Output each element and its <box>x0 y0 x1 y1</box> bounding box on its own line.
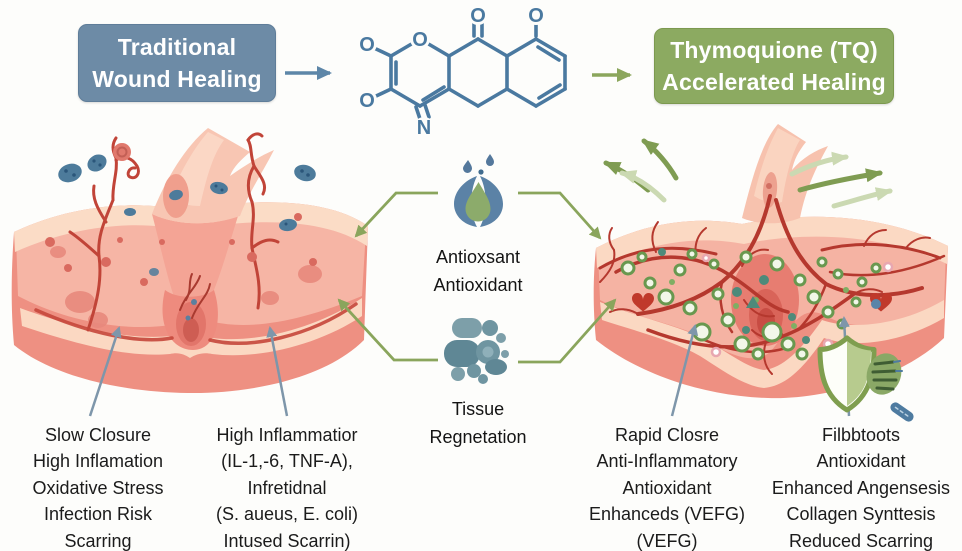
annotation-line: Antioxidant <box>816 451 906 472</box>
annotation-arrow <box>266 326 289 417</box>
connector-lines <box>337 191 617 364</box>
molecule-atom-label: O <box>359 34 375 56</box>
bacteria-icon <box>890 402 914 422</box>
annotation-line: Anti-Inflammatory <box>596 451 738 472</box>
shield-icon <box>817 335 877 413</box>
annotation-line: Infection Risk <box>43 504 153 525</box>
blood-vessel-network <box>598 194 946 375</box>
annotation-arrow <box>88 326 122 417</box>
tq-outer-annotations: Filbbtoots Antioxidant Enhanced Angenses… <box>752 422 962 551</box>
annotation-line: (VEFG) <box>636 530 698 551</box>
molecule-atom-label: O <box>412 29 428 51</box>
box-line: Accelerated Healing <box>662 69 886 95</box>
annotation-line: Slow Closure <box>44 425 152 445</box>
connector-antioxidant-left <box>354 191 438 238</box>
right-wound-illustration <box>593 124 948 422</box>
annotation-arrow <box>670 324 699 417</box>
annotation-line: Antioxidant <box>622 477 712 498</box>
label-line: Tissue <box>451 399 505 419</box>
connector-antioxidant-right <box>518 191 602 240</box>
cells-icon <box>444 318 509 384</box>
annotation-line: Intused Scarrin) <box>223 530 351 551</box>
molecule-atom-label: N <box>417 117 431 139</box>
annotation-line: Reduced Scarring <box>788 530 934 551</box>
annotation-line: Oxidative Stress <box>32 477 164 498</box>
box-line: Wound Healing <box>92 66 262 92</box>
annotation-line: (IL-1,-6, TNF-A), <box>221 451 353 472</box>
label-line: Antioxidant <box>433 275 523 295</box>
radiating-arrows <box>603 138 893 209</box>
traditional-outer-annotations: Slow Closure High Inflamation Oxidative … <box>0 422 196 551</box>
antioxidant-label: Antioxsant Antioxidant <box>393 243 563 299</box>
label-line: Regnetation <box>429 427 527 447</box>
annotation-line: Enhanced Angensesis <box>771 477 951 498</box>
annotation-line: Collagen Synttesis <box>786 504 936 525</box>
traditional-wound-healing-box: Traditional Wound Healing <box>78 24 276 102</box>
molecule-atom-label: O <box>528 5 544 27</box>
immune-cell-icon <box>866 353 903 395</box>
tissue-regeneration-label: Tissue Regnetation <box>393 395 563 451</box>
annotation-line: Rapid Closre <box>614 425 720 445</box>
bacteria-cells <box>58 143 316 276</box>
annotation-line: High Inflammatior <box>216 425 358 445</box>
left-wound-illustration <box>11 128 368 417</box>
tq-inner-annotations: Rapid Closre Anti-Inflammatory Antioxida… <box>566 422 768 551</box>
connector-tissue-right <box>518 298 617 364</box>
connector-tissue-left <box>337 298 438 362</box>
droplet-icon <box>454 154 503 227</box>
tq-particles <box>620 248 894 361</box>
blood-vessels <box>68 132 280 332</box>
annotation-line: Filbbtoots <box>821 425 901 445</box>
annotation-line: Scarring <box>64 530 132 551</box>
traditional-inner-annotations: High Inflammatior (IL-1,-6, TNF-A), Infr… <box>178 422 396 551</box>
annotation-line: High Inflamation <box>32 451 164 472</box>
molecule-structure: O O O O O N <box>357 5 567 139</box>
box-line: Traditional <box>117 34 237 60</box>
tq-accelerated-healing-box: Thymoquione (TQ) Accelerated Healing <box>654 28 894 104</box>
annotation-line: Infretidnal <box>247 477 327 498</box>
molecule-atom-label: O <box>470 5 486 27</box>
annotation-line: Enhanceds (VEFG) <box>588 504 746 525</box>
box-line: Thymoquione (TQ) <box>670 37 878 63</box>
molecule-atom-label: O <box>359 90 375 112</box>
annotation-line: (S. aueus, E. coli) <box>215 504 359 525</box>
label-line: Antioxsant <box>435 247 521 267</box>
blue-dot <box>871 299 881 309</box>
